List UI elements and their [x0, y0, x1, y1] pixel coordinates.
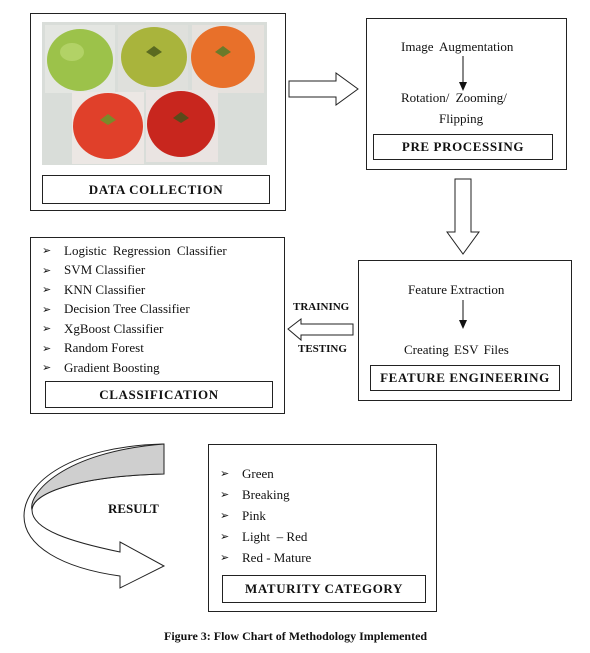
feature-engineering-label: FEATURE ENGINEERING — [370, 365, 560, 391]
training-label: TRAINING — [293, 301, 350, 313]
list-item: ➢ Green — [220, 463, 311, 484]
arrow-right-1 — [288, 72, 359, 106]
creating-esv-text: Creating ESV Files — [404, 342, 509, 357]
result-label: RESULT — [108, 501, 159, 516]
arrow-down-small-2 — [459, 300, 467, 329]
arrow-bullet-icon: ➢ — [220, 489, 230, 501]
curved-result-arrow — [23, 443, 166, 589]
classifier-item: Random Forest — [64, 340, 144, 356]
tomato-photo-grid — [42, 22, 267, 165]
classifier-item: KNN Classifier — [64, 281, 146, 297]
list-item: ➢ Gradient Boosting — [42, 358, 227, 378]
pre-processing-label: PRE PROCESSING — [373, 134, 553, 160]
testing-label: TESTING — [298, 343, 347, 355]
list-item: ➢ SVM Classifier — [42, 261, 227, 281]
green-tomato-image — [47, 29, 113, 91]
image-augmentation-text: Image Augmentation — [401, 39, 514, 54]
list-item: ➢ XgBoost Classifier — [42, 319, 227, 339]
data-collection-label: DATA COLLECTION — [42, 175, 270, 204]
classifier-list: ➢ Logistic Regression Classifier ➢ SVM Cla… — [42, 241, 227, 378]
arrow-bullet-icon: ➢ — [42, 303, 52, 316]
rotation-zooming-text: Rotation/ Zooming/ — [401, 90, 507, 105]
maturity-item: Light – Red — [242, 528, 308, 544]
maturity-label: MATURITY CATEGORY — [222, 575, 426, 603]
light-red-tomato-image — [73, 93, 143, 159]
red-tomato-image — [147, 91, 215, 157]
arrow-bullet-icon: ➢ — [220, 552, 230, 564]
flipping-text: Flipping — [439, 111, 484, 126]
list-item: ➢ Breaking — [220, 484, 311, 505]
maturity-item: Breaking — [242, 486, 290, 502]
list-item: ➢ Random Forest — [42, 339, 227, 359]
classifier-item: Logistic Regression Classifier — [64, 242, 227, 258]
arrow-bullet-icon: ➢ — [220, 531, 230, 543]
arrow-bullet-icon: ➢ — [42, 342, 52, 355]
classifier-item: Gradient Boosting — [64, 359, 160, 375]
arrow-bullet-icon: ➢ — [42, 323, 52, 336]
list-item: ➢ Logistic Regression Classifier — [42, 241, 227, 261]
arrow-bullet-icon: ➢ — [42, 362, 52, 375]
feature-extraction-text: Feature Extraction — [408, 282, 505, 297]
arrow-bullet-icon: ➢ — [42, 264, 52, 277]
classifier-item: SVM Classifier — [64, 262, 146, 278]
list-item: ➢ Light – Red — [220, 526, 311, 547]
list-item: ➢ Red - Mature — [220, 547, 311, 568]
classifier-item: Decision Tree Classifier — [64, 301, 190, 317]
list-item: ➢ Pink — [220, 505, 311, 526]
figure-caption: Figure 3: Flow Chart of Methodology Impl… — [164, 629, 428, 643]
arrow-down-small-1 — [459, 56, 467, 91]
classification-label: CLASSIFICATION — [45, 381, 273, 408]
arrow-bullet-icon: ➢ — [42, 245, 52, 258]
list-item: ➢ Decision Tree Classifier — [42, 300, 227, 320]
arrow-down-1 — [446, 178, 480, 255]
arrow-bullet-icon: ➢ — [220, 468, 230, 480]
maturity-list: ➢ Green ➢ Breaking ➢ Pink ➢ Light – Red ➢ Red… — [220, 463, 311, 568]
classifier-item: XgBoost Classifier — [64, 320, 164, 336]
arrow-bullet-icon: ➢ — [42, 284, 52, 297]
maturity-item: Red - Mature — [242, 549, 312, 565]
maturity-item: Green — [242, 465, 274, 481]
arrow-left-1 — [287, 317, 354, 342]
tomato-images — [45, 25, 264, 164]
arrow-bullet-icon: ➢ — [220, 510, 230, 522]
list-item: ➢ KNN Classifier — [42, 280, 227, 300]
maturity-item: Pink — [242, 507, 266, 523]
